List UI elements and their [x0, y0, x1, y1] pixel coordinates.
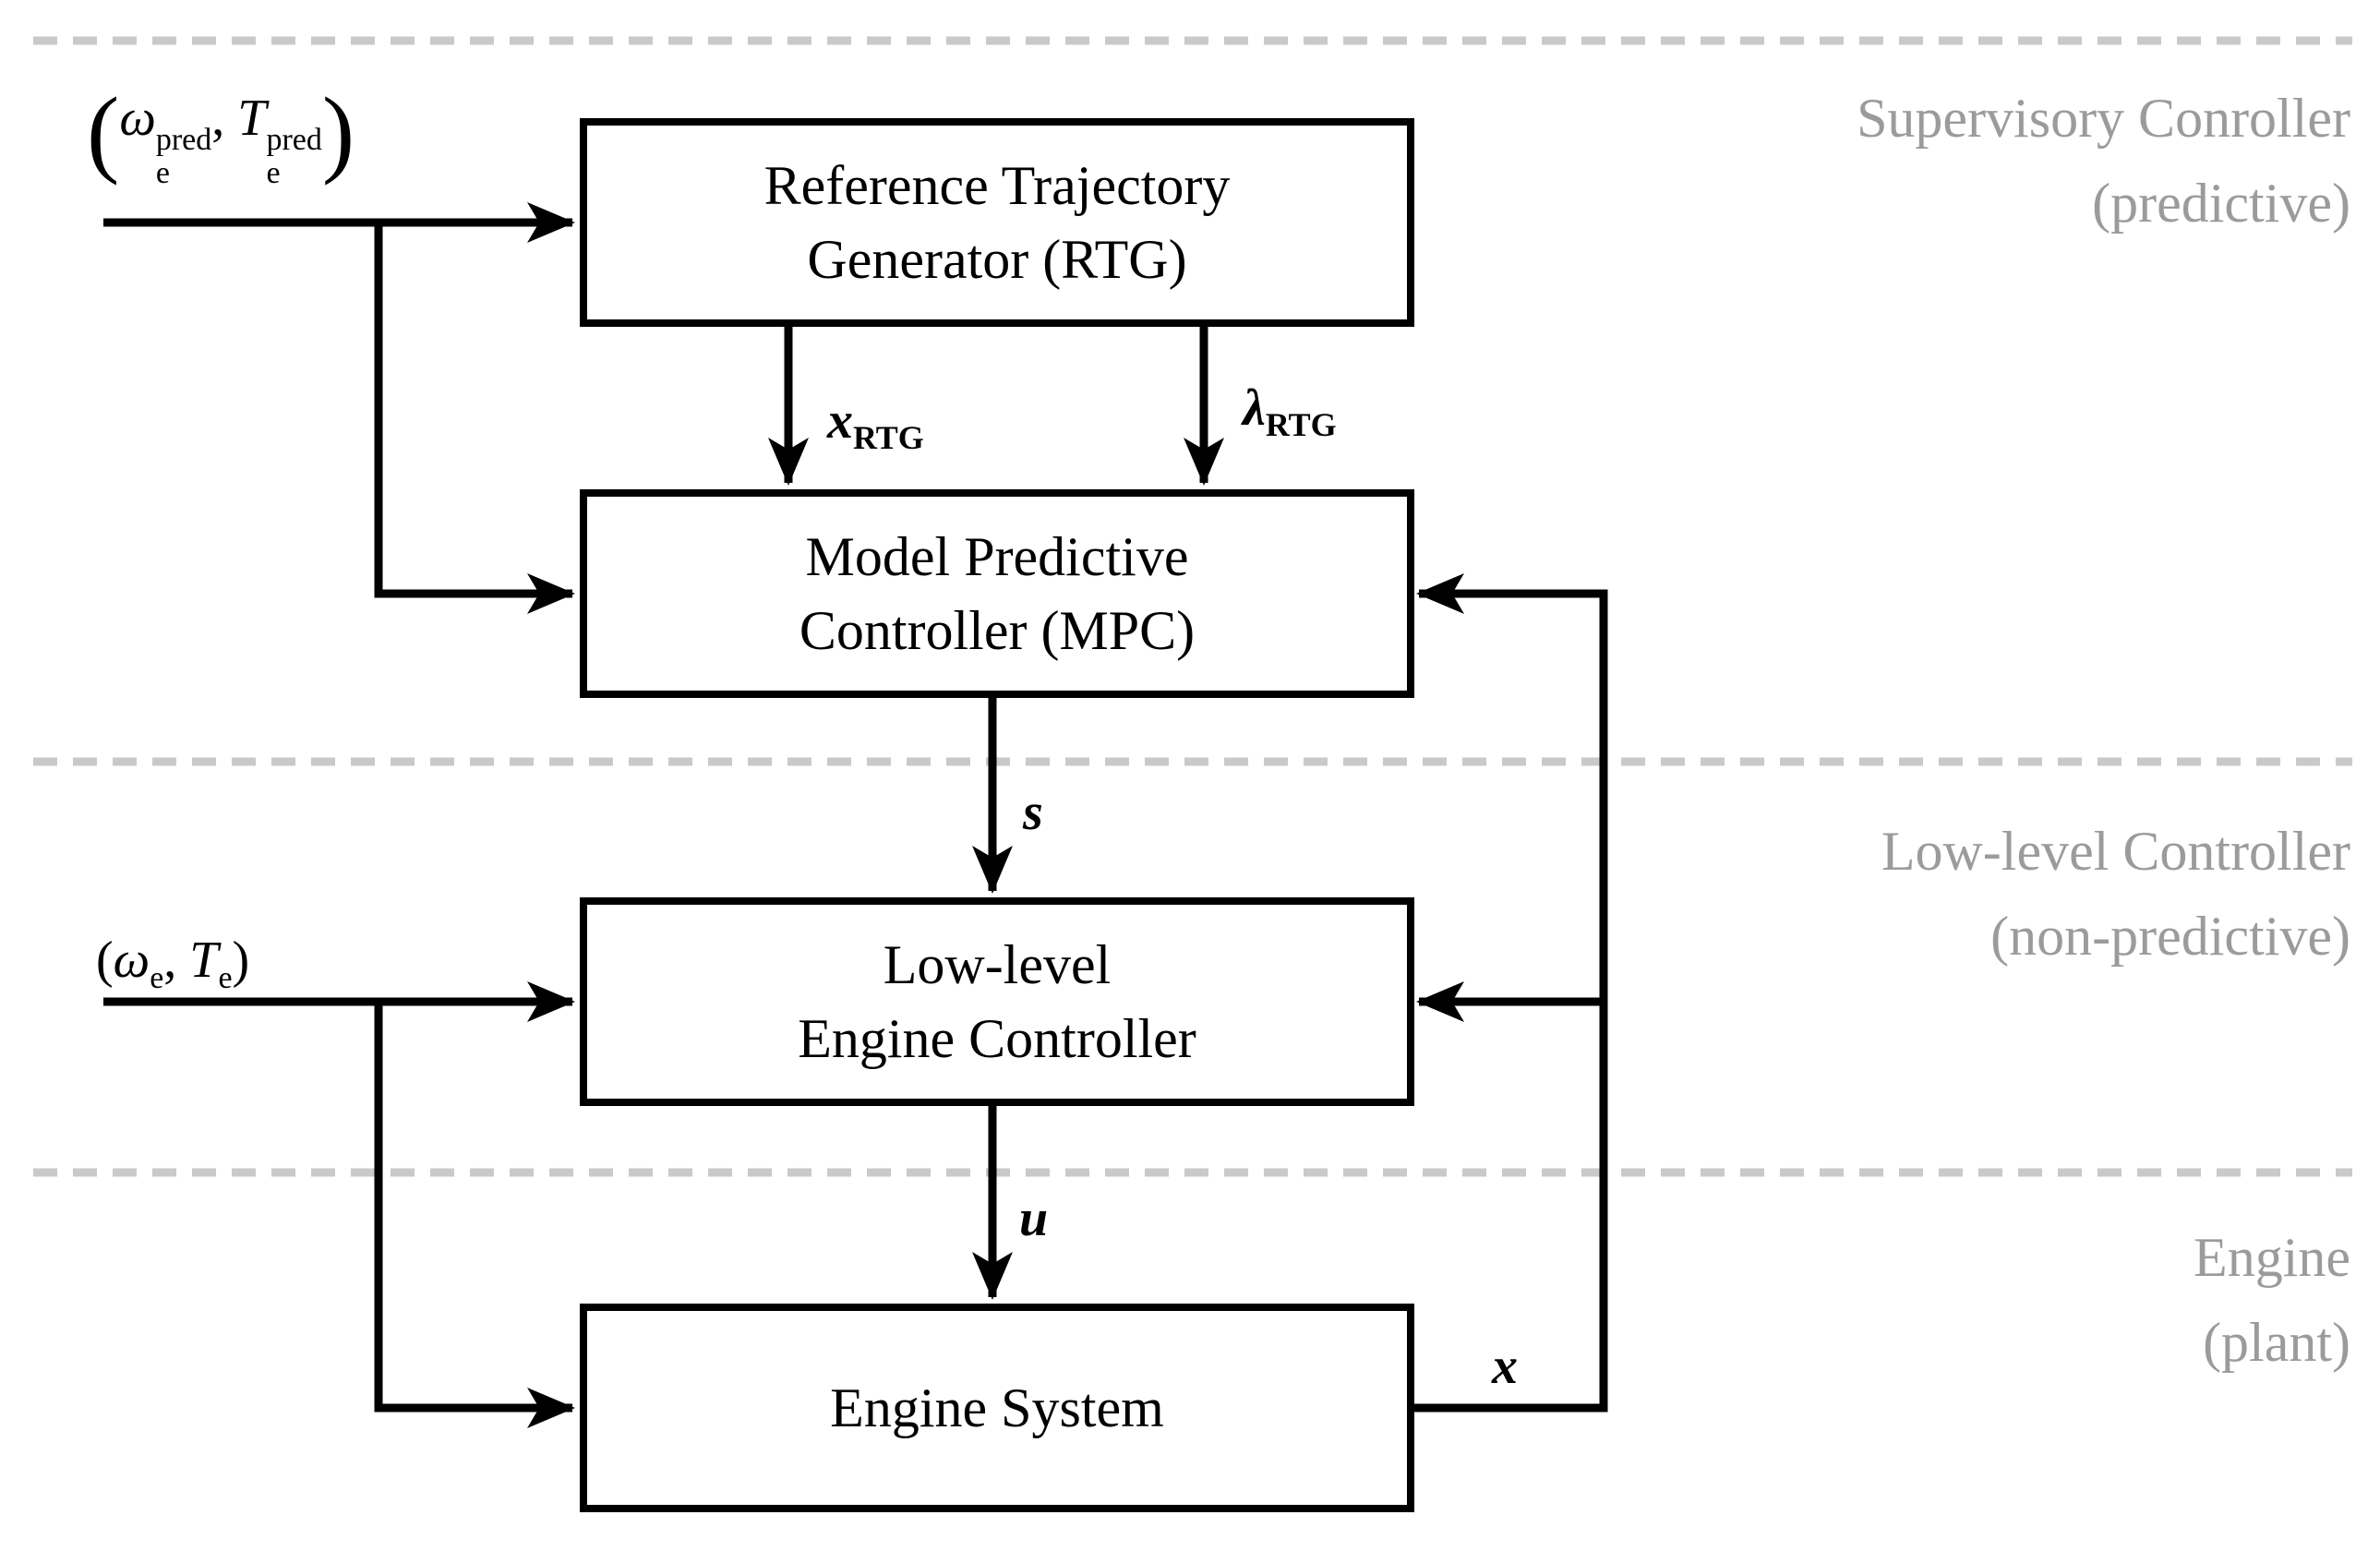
- paren-close: ): [232, 932, 250, 989]
- section-label-line: (plant): [2203, 1312, 2350, 1373]
- block-low-level-engine-controller: Low-level Engine Controller: [580, 897, 1414, 1106]
- omega-symbol: ω: [113, 932, 150, 989]
- section-label-line: Engine: [2194, 1227, 2350, 1288]
- label-signal-x-rtg: xRTG: [827, 395, 924, 454]
- torque-symbol: T: [237, 90, 267, 147]
- label-signal-u: u: [1019, 1193, 1048, 1244]
- block-label-line: Generator (RTG): [807, 229, 1187, 290]
- torque-symbol: T: [189, 932, 219, 989]
- signal-subscript: RTG: [1265, 406, 1337, 443]
- section-label-line: Supervisory Conroller: [1857, 88, 2350, 149]
- signal-base: u: [1019, 1190, 1049, 1247]
- omega-symbol: ω: [119, 90, 156, 147]
- signal-subscript: RTG: [853, 419, 924, 456]
- wire-meas-input-branch-to-engine: [374, 1002, 575, 1428]
- subscript-e: e: [266, 156, 281, 190]
- subscript-e: e: [218, 961, 233, 995]
- subscript-e: e: [150, 961, 164, 995]
- label-measured-input-signal: (ωe, Te): [96, 934, 249, 994]
- section-label-engine-plant: Engine (plant): [2194, 1215, 2350, 1385]
- section-label-line: (non-predictive): [1990, 906, 2350, 967]
- paren-open: (: [96, 932, 114, 989]
- label-signal-lambda-rtg: λRTG: [1243, 382, 1337, 441]
- label-signal-x: x: [1492, 1341, 1518, 1392]
- section-label-line: Low-level Controller: [1881, 821, 2350, 882]
- comma: ,: [163, 932, 190, 989]
- signal-base: x: [1492, 1338, 1518, 1395]
- block-label-line: Engine Controller: [798, 1008, 1196, 1069]
- wire-pred-input-branch-to-mpc: [374, 222, 575, 614]
- section-label-supervisory: Supervisory Conroller (predictive): [1857, 76, 2350, 246]
- block-label-line: Reference Trajectory: [763, 155, 1231, 216]
- label-signal-s: s: [1023, 787, 1043, 838]
- superscript-pred: pred: [155, 123, 212, 157]
- signal-base: λ: [1243, 379, 1266, 437]
- section-label-low-level: Low-level Controller (non-predictive): [1881, 809, 2350, 979]
- block-label-line: Low-level: [883, 934, 1112, 995]
- comma: ,: [211, 90, 238, 147]
- block-reference-trajectory-generator: Reference Trajectory Generator (RTG): [580, 118, 1414, 327]
- block-model-predictive-controller: Model Predictive Controller (MPC): [580, 489, 1414, 698]
- block-label-line: Engine System: [830, 1377, 1164, 1438]
- signal-base: x: [827, 392, 853, 450]
- block-label-line: Controller (MPC): [799, 600, 1196, 661]
- block-label-line: Model Predictive: [805, 526, 1189, 587]
- signal-base: s: [1023, 784, 1043, 841]
- big-paren-open: (: [87, 77, 120, 186]
- big-paren-close: ): [321, 77, 355, 186]
- subscript-e: e: [155, 156, 170, 190]
- section-label-line: (predictive): [2092, 173, 2350, 234]
- block-engine-system: Engine System: [580, 1304, 1414, 1512]
- superscript-pred: pred: [266, 123, 322, 157]
